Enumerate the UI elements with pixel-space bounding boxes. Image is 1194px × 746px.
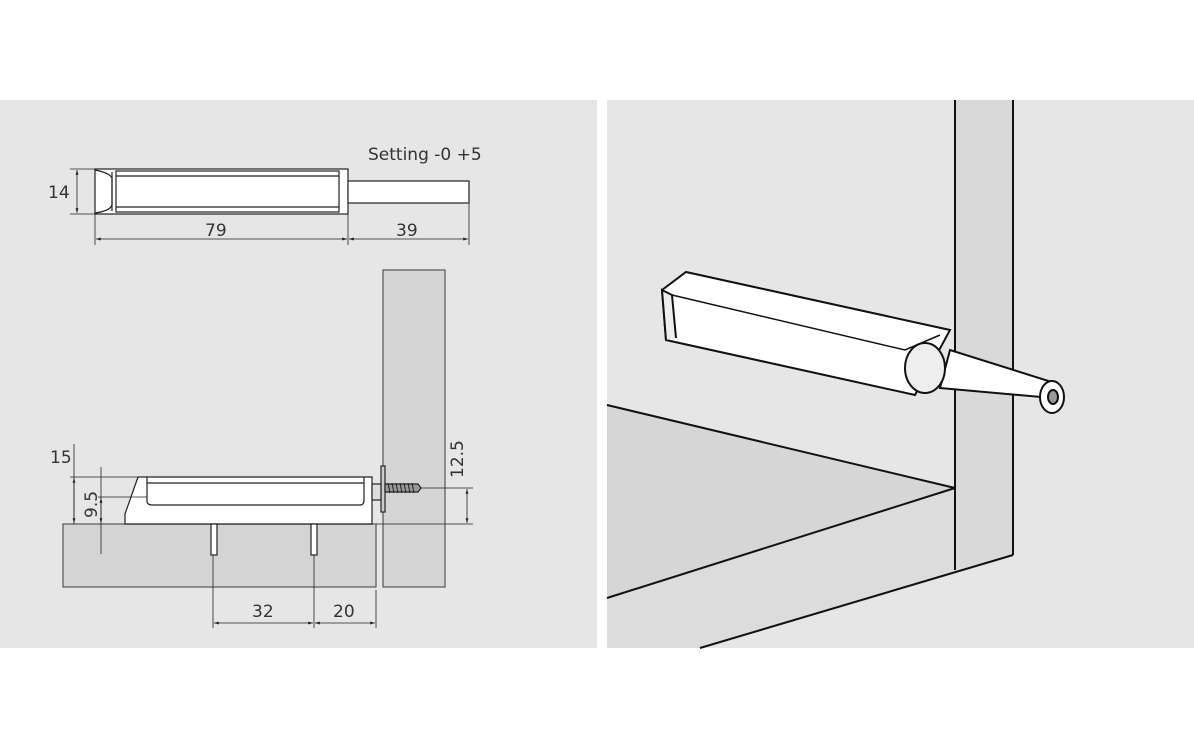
dim-height-15: 15	[50, 448, 72, 468]
dim-body-79: 79	[205, 221, 227, 241]
dim-offset-9-5: 9.5	[82, 491, 102, 518]
dim-stroke-39: 39	[396, 221, 418, 241]
dim-spacing-32: 32	[252, 602, 274, 622]
dim-edge-20: 20	[333, 602, 355, 622]
pusher-3d	[660, 270, 1065, 414]
pusher-top-view	[70, 168, 470, 245]
setting-label: Setting -0 +5	[368, 145, 482, 165]
pusher-side-view	[62, 269, 473, 628]
dim-height-14: 14	[48, 183, 70, 203]
dimension-drawing-panel: Setting -0 +5 14 79 39	[0, 100, 597, 648]
dim-screw-12-5: 12.5	[448, 440, 468, 478]
installation-illustration-panel	[606, 100, 1194, 649]
